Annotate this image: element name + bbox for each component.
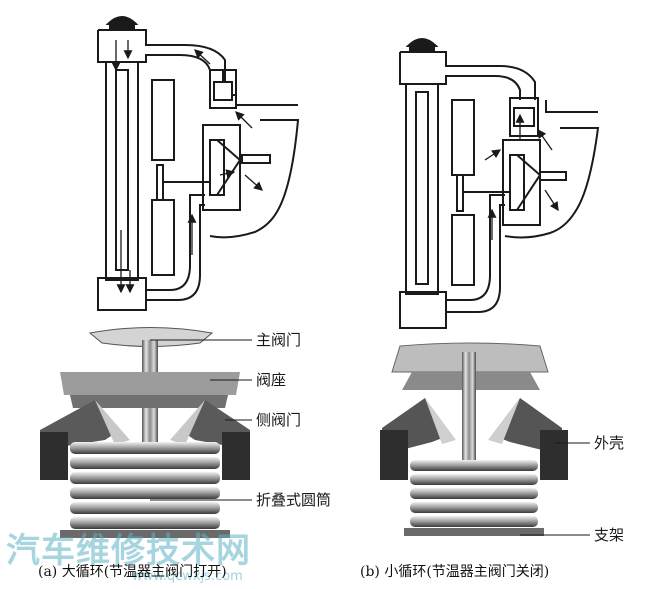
schematic-small-circulation bbox=[399, 38, 600, 329]
watermark-url: www.qcwxjs.com bbox=[132, 569, 243, 584]
caption-left: (a) 大循环(节温器主阀门打开) bbox=[38, 563, 227, 580]
label-housing: 外壳 bbox=[594, 434, 624, 452]
label-bracket: 支架 bbox=[594, 526, 624, 544]
thermostat-open-illustration bbox=[40, 327, 250, 538]
thermostat-closed-illustration bbox=[380, 342, 568, 536]
label-main-valve: 主阀门 bbox=[256, 331, 301, 349]
schematic-large-circulation bbox=[97, 16, 300, 311]
watermark-text: 汽车维修技术网 bbox=[6, 531, 251, 571]
label-valve-seat: 阀座 bbox=[256, 371, 286, 389]
leader-lines bbox=[150, 339, 590, 536]
label-bellows: 折叠式圆筒 bbox=[256, 491, 331, 509]
label-side-valve: 侧阀门 bbox=[256, 411, 301, 429]
caption-right: (b) 小循环(节温器主阀门关闭) bbox=[360, 564, 549, 580]
